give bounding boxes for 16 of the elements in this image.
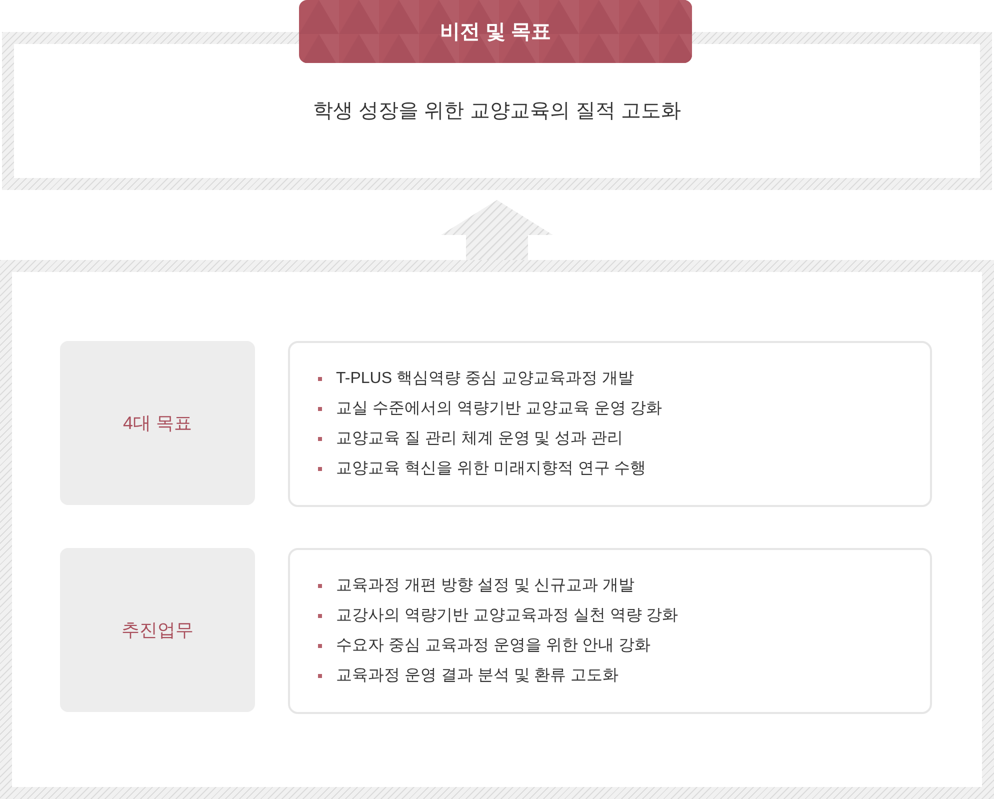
list-item: 교육과정 운영 결과 분석 및 환류 고도화	[336, 666, 619, 686]
category-box: 4대 목표	[60, 341, 255, 505]
list-item: 수요자 중심 교육과정 운영을 위한 안내 강화	[336, 636, 651, 656]
list-box	[288, 341, 932, 507]
list-box	[288, 548, 932, 714]
list-item: 교양교육 혁신을 위한 미래지향적 연구 수행	[336, 459, 646, 479]
list-item: T-PLUS 핵심역량 중심 교양교육과정 개발	[336, 369, 634, 389]
list-item: 교양교육 질 관리 체계 운영 및 성과 관리	[336, 429, 624, 449]
category-box: 추진업무	[60, 548, 255, 712]
heading-tab: 비전 및 목표	[299, 0, 692, 63]
list-item: 교실 수준에서의 역량기반 교양교육 운영 강화	[336, 399, 662, 419]
list-item: 교강사의 역량기반 교양교육과정 실천 역량 강화	[336, 606, 678, 626]
arrow	[441, 200, 553, 260]
list-item: 교육과정 개편 방향 설정 및 신규교과 개발	[336, 576, 635, 596]
outer-frame	[0, 260, 994, 799]
vision-statement: 학생 성장을 위한 교양교육의 질적 고도화	[313, 99, 681, 124]
